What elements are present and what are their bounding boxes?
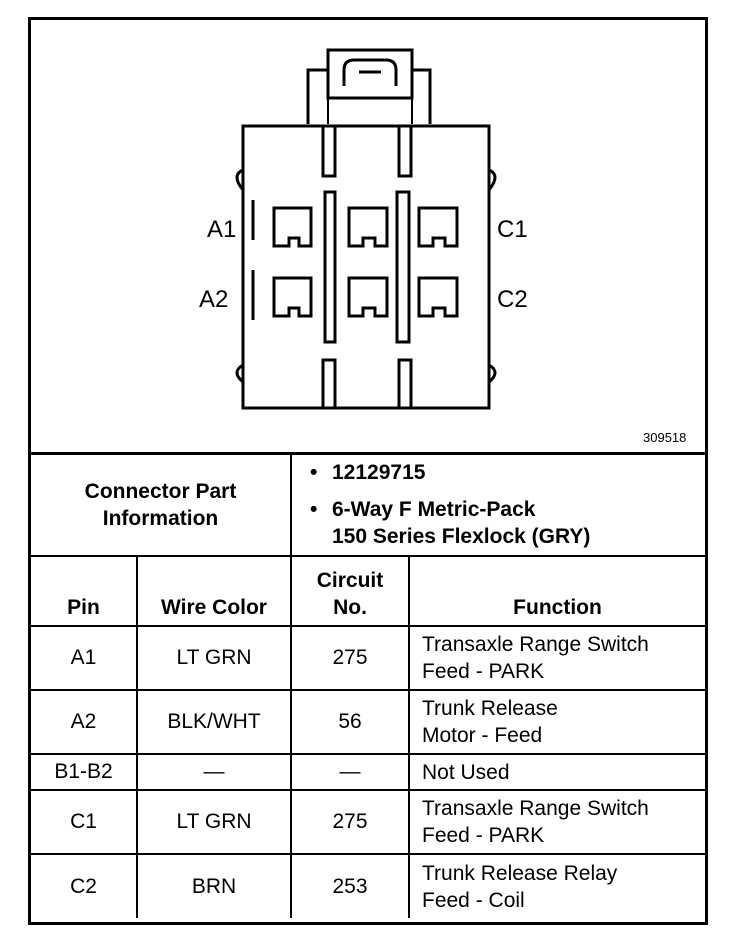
function-line1: Transaxle Range Switch [422, 797, 649, 820]
circuit-cell: 56 [290, 689, 410, 755]
pin-cell: C2 [31, 853, 138, 918]
pin-cell: B1-B2 [31, 753, 138, 791]
wire-color-cell: LT GRN [136, 625, 292, 691]
connector-face-drawing [235, 48, 497, 410]
pin-cell: C1 [31, 789, 138, 855]
header-function: Function [407, 555, 706, 627]
connector-frame: A1 A2 C1 C2 309518 Connector Part Inform… [28, 17, 708, 925]
figure-id: 309518 [643, 430, 687, 445]
table-row: A1 LT GRN 275 Transaxle Range Switch Fee… [31, 625, 706, 691]
circuit-cell: — [290, 753, 410, 791]
pinout-table: Connector Part Information 12129715 6-Wa… [31, 452, 706, 918]
table-row: C2 BRN 253 Trunk Release Relay Feed - Co… [31, 853, 706, 918]
connector-description-line2: 150 Series Flexlock (GRY) [332, 525, 591, 548]
function-line2: Feed - Coil [422, 888, 525, 912]
function-cell: Trunk Release Motor - Feed [407, 689, 706, 755]
wire-color-cell: BRN [136, 853, 292, 918]
function-cell: Not Used [407, 753, 706, 791]
circuit-cell: 275 [290, 789, 410, 855]
pin-label-a2: A2 [199, 286, 229, 313]
connector-info-row: Connector Part Information 12129715 6-Wa… [31, 452, 706, 557]
header-circuit: Circuit No. [290, 555, 410, 627]
header-circuit-line1: Circuit [316, 569, 384, 592]
connector-info-heading: Connector Part Information [31, 452, 292, 557]
function-line2: Feed - PARK [422, 824, 545, 847]
function-line2: Motor - Feed [422, 724, 543, 747]
function-line2: Feed - PARK [422, 660, 545, 683]
connector-diagram: A1 A2 C1 C2 309518 [31, 20, 705, 452]
function-line1: Transaxle Range Switch [422, 633, 649, 656]
table-row: C1 LT GRN 275 Transaxle Range Switch Fee… [31, 789, 706, 855]
pin-label-c1: C1 [497, 216, 528, 243]
header-pin: Pin [31, 555, 138, 627]
header-wire-color: Wire Color [136, 555, 292, 627]
part-number: 12129715 [310, 459, 705, 486]
connector-description-line1: 6-Way F Metric-Pack [310, 496, 705, 523]
wire-color-cell: LT GRN [136, 789, 292, 855]
header-circuit-line2: No. [333, 596, 367, 619]
pin-cell: A2 [31, 689, 138, 755]
wire-color-cell: BLK/WHT [136, 689, 292, 755]
connector-info-heading-line1: Connector Part [84, 480, 237, 503]
pin-label-a1: A1 [207, 216, 237, 243]
circuit-cell: 275 [290, 625, 410, 691]
table-header-row: Pin Wire Color Circuit No. Function [31, 555, 706, 627]
function-line1: Trunk Release Relay [422, 861, 618, 885]
function-line1: Trunk Release [422, 697, 558, 720]
function-cell: Trunk Release Relay Feed - Coil [407, 853, 706, 918]
function-cell: Transaxle Range Switch Feed - PARK [407, 789, 706, 855]
wire-color-cell: — [136, 753, 292, 791]
circuit-cell: 253 [290, 853, 410, 918]
pin-cell: A1 [31, 625, 138, 691]
connector-info-heading-line2: Information [102, 507, 219, 530]
function-line1: Not Used [422, 760, 510, 784]
function-cell: Transaxle Range Switch Feed - PARK [407, 625, 706, 691]
connector-info-details: 12129715 6-Way F Metric-Pack 150 Series … [289, 452, 706, 557]
table-row: B1-B2 — — Not Used [31, 753, 706, 791]
table-row: A2 BLK/WHT 56 Trunk Release Motor - Feed [31, 689, 706, 755]
pin-label-c2: C2 [497, 286, 528, 313]
